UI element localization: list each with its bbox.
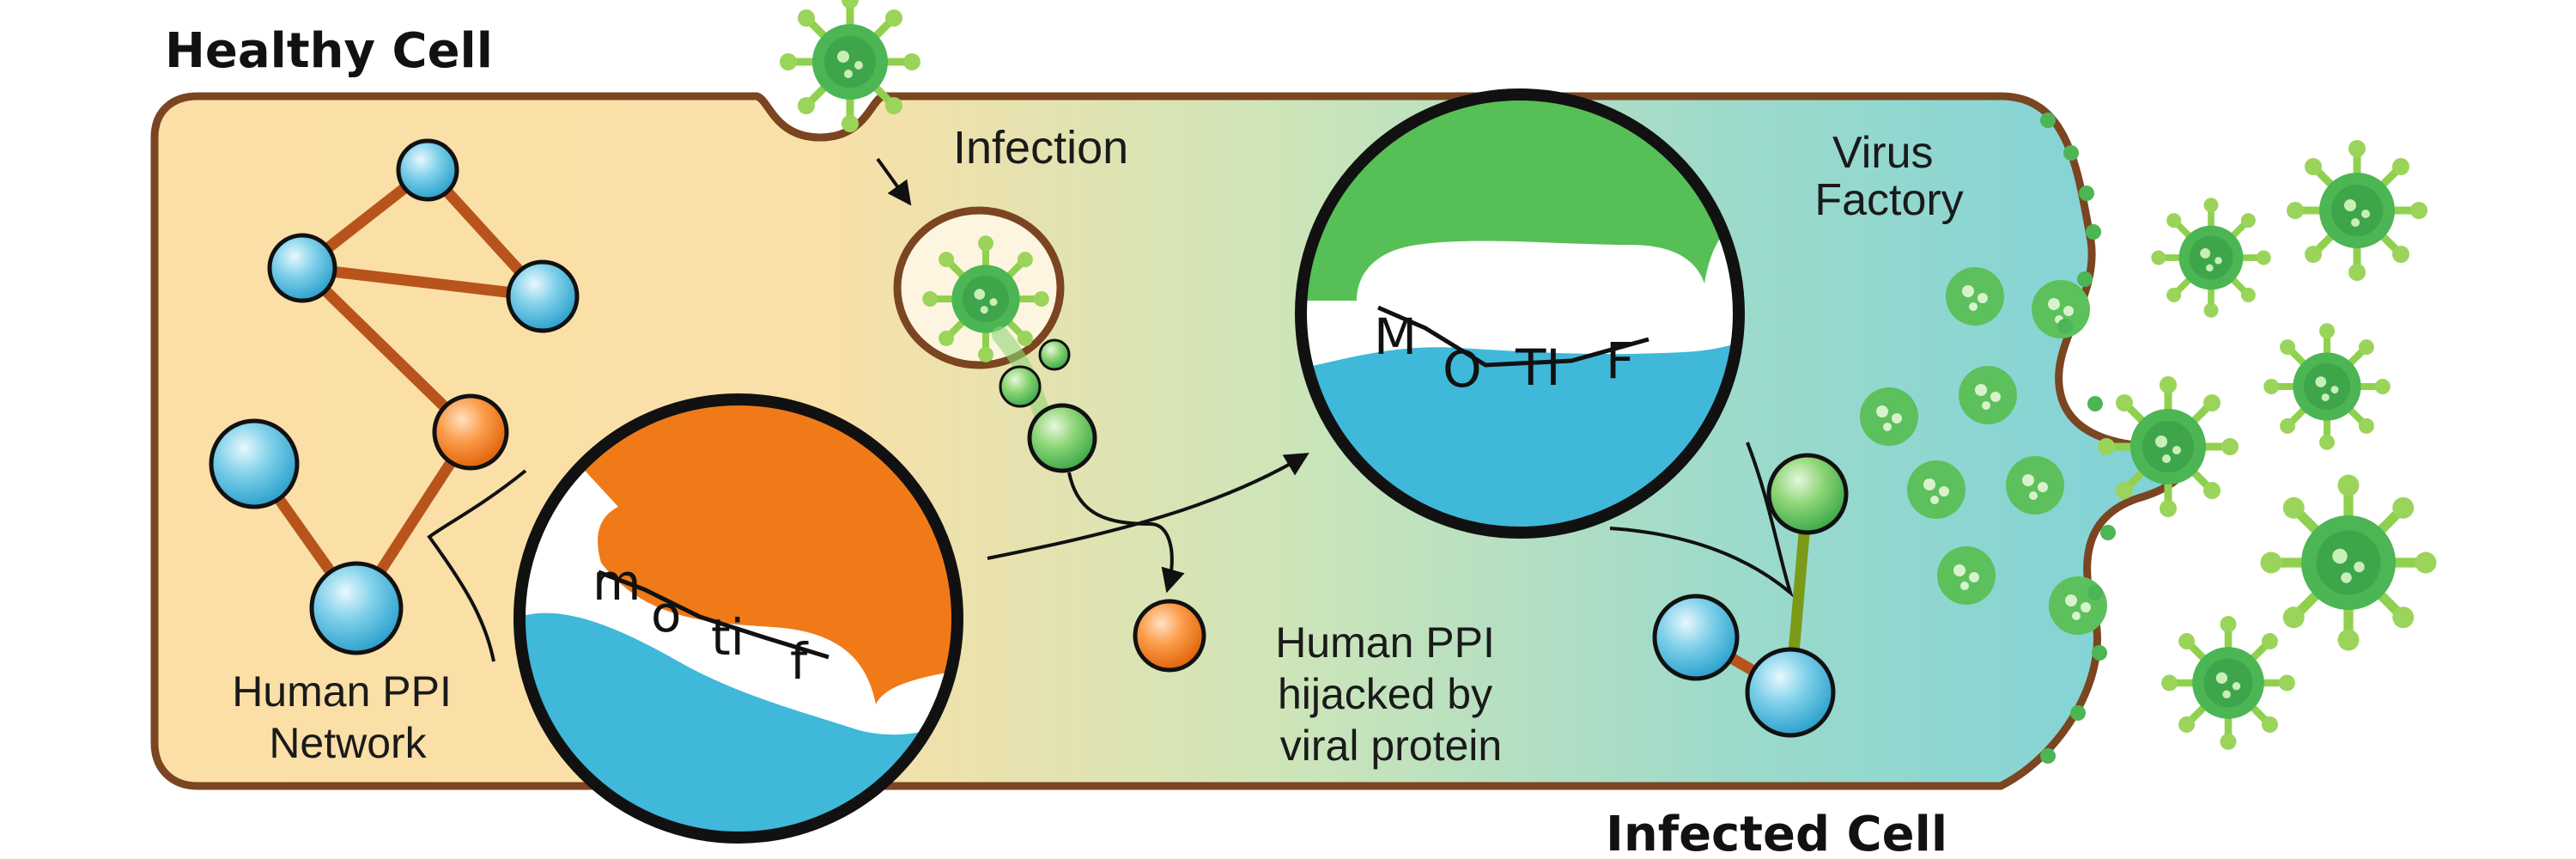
human-protein-node xyxy=(309,561,404,655)
infection-label: Infection xyxy=(953,122,1128,174)
budding-virus-icon xyxy=(2098,376,2239,517)
viral-motif-magnifier: M O TI F xyxy=(1295,88,1745,539)
virus-icon xyxy=(2151,198,2270,317)
hijack-arrow xyxy=(987,453,1309,560)
hijacked-complex xyxy=(1652,453,1849,738)
human-protein-node xyxy=(1745,647,1836,738)
virus-icon xyxy=(2263,323,2391,450)
virus-icon xyxy=(2287,140,2427,281)
hijacked-ppi-label: Human PPI hijacked by viral protein xyxy=(1275,618,1507,770)
infection-arrow xyxy=(876,157,912,206)
virus-factory-label: Virus Factory xyxy=(1814,128,1963,225)
virus-icon xyxy=(2161,616,2295,750)
motif-residue: o xyxy=(651,585,682,643)
human-protein-node xyxy=(209,418,300,509)
hub-protein-node xyxy=(432,393,509,471)
human-protein-node xyxy=(1652,594,1740,681)
motif-residue: M xyxy=(1374,308,1417,366)
ppi-network-label: Human PPI Network xyxy=(232,667,464,767)
human-protein-node xyxy=(506,259,580,333)
motif-residue: F xyxy=(1606,332,1634,390)
infected-cell-label: Infected Cell xyxy=(1606,807,1947,859)
motif-residue: f xyxy=(790,632,809,691)
svg-text:m o ti f: m o ti f xyxy=(592,553,809,691)
endosome xyxy=(893,206,1071,455)
ppi-edge xyxy=(296,262,549,302)
human-motif-magnifier: m o ti f xyxy=(513,393,963,844)
svg-text:M O TI F: M O TI F xyxy=(1374,308,1634,399)
motif-residue: ti xyxy=(711,608,744,667)
ppi-edge xyxy=(296,262,477,438)
motif-residue: m xyxy=(592,553,641,612)
human-protein-node xyxy=(396,138,459,202)
healthy-cell-label: Healthy Cell xyxy=(165,23,493,79)
virus-icon xyxy=(2261,475,2437,651)
callout-line xyxy=(427,469,527,662)
motif-residue: TI xyxy=(1515,338,1561,397)
callout-line xyxy=(1609,442,1794,598)
human-ppi-network xyxy=(209,138,580,655)
viral-protein-node xyxy=(1027,403,1097,473)
endocytosis-pit xyxy=(754,92,886,142)
viral-protein-node xyxy=(1766,453,1849,535)
budding-spikes xyxy=(2040,113,2116,764)
hijacked-human-protein-node xyxy=(1133,599,1206,673)
viral-protein-path xyxy=(1067,472,1185,594)
human-protein-node xyxy=(267,233,337,303)
motif-residue: O xyxy=(1443,340,1482,399)
